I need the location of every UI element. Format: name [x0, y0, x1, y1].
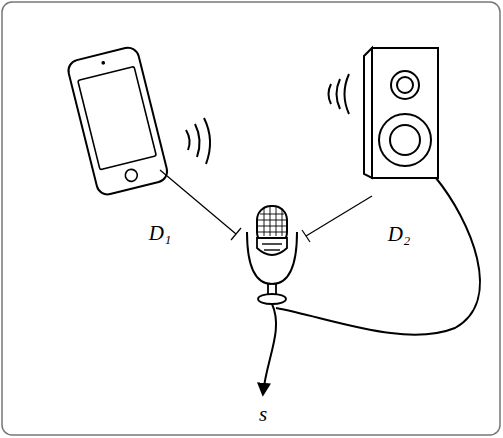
grille-line: [270, 206, 271, 236]
leader-line: [306, 196, 372, 236]
wave: [186, 130, 190, 150]
grille-line: [276, 206, 277, 236]
speaker-cabinet: [372, 48, 438, 178]
wave: [195, 124, 200, 157]
mic-band: [264, 249, 280, 250]
sound-waves: [329, 74, 350, 114]
frame: [2, 2, 500, 435]
signal-arrow: [263, 304, 276, 394]
woofer: [379, 114, 431, 166]
wave: [329, 84, 332, 104]
phone-screen: [78, 66, 157, 169]
leader-line: [160, 170, 236, 234]
mic-body: [257, 238, 287, 255]
leader-tick: [231, 228, 241, 240]
mic-base: [258, 294, 286, 304]
phone-body: [66, 45, 169, 196]
phone-speaker-dot: [101, 61, 105, 65]
grille-line: [264, 208, 265, 236]
speaker-side: [364, 48, 372, 178]
sound-waves: [186, 118, 210, 164]
grille-line: [282, 208, 283, 236]
phone-icon: [66, 45, 169, 196]
signal-label: s: [259, 404, 267, 425]
distance-label: D₁: [149, 223, 171, 244]
loudspeaker-icon: [364, 48, 438, 178]
microphone-icon: [247, 206, 297, 304]
home-button: [124, 168, 139, 183]
cable: [276, 178, 480, 335]
tweeter: [391, 71, 419, 99]
tweeter-cone: [397, 77, 413, 93]
wave: [345, 74, 350, 114]
mic-holder: [247, 232, 297, 284]
woofer-cone: [390, 125, 420, 155]
mic-grille: [258, 206, 286, 236]
mic-band: [262, 243, 282, 244]
wave: [337, 79, 341, 109]
distance-label: D₂: [388, 224, 410, 245]
wave: [204, 118, 210, 164]
leader-tick: [302, 230, 310, 242]
